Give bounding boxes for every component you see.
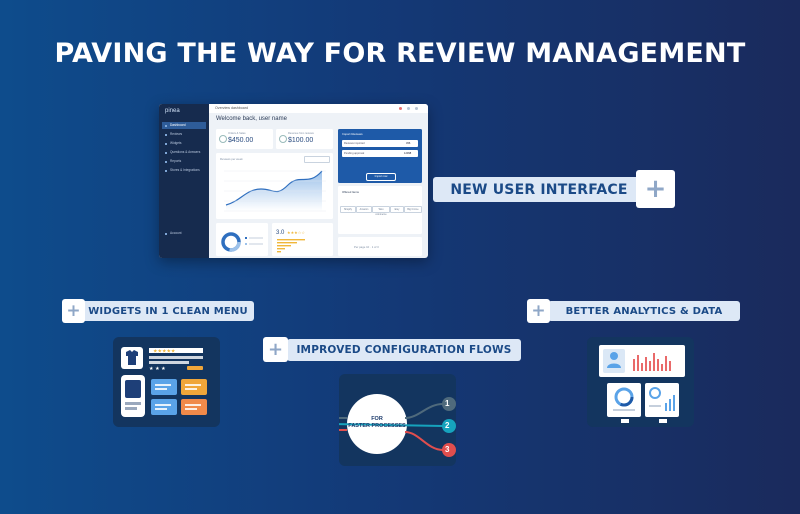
hub-label-line: FASTER PROCESSES: [348, 423, 406, 429]
shirt-icon: [126, 350, 138, 365]
reviews-line-chart: [224, 170, 326, 212]
stat-card-value: $100.00: [288, 137, 314, 144]
sidebar-item-reports[interactable]: Reports: [162, 158, 206, 165]
donut-card: [216, 223, 268, 256]
donut-chart: [221, 232, 263, 252]
star-icon: ★★★★★: [153, 349, 176, 355]
pager[interactable]: Per page 10 · 1 of 3: [354, 245, 379, 249]
widgets-tile: ★★★★★ ★ ★ ★: [113, 337, 220, 427]
offered-items-title: Offered Items: [342, 190, 359, 194]
stat-card-orders: Orders & Sales $450.00: [216, 129, 273, 149]
pager-card: Per page 10 · 1 of 3: [338, 237, 422, 256]
hub-label-line: FOR: [371, 416, 383, 422]
step-1: 1: [445, 399, 450, 408]
dashboard-logo: pinea: [165, 108, 180, 114]
filter-chip[interactable]: Amazon: [356, 206, 372, 213]
callout-new-ui: NEW USER INTERFACE: [433, 177, 645, 202]
import-row-label: Pending approval: [344, 152, 365, 155]
rating-value: 3.0: [276, 230, 285, 236]
chart-range-select[interactable]: [304, 156, 330, 163]
callout-analytics: BETTER ANALYTICS & DATA: [548, 301, 740, 321]
dashboard-preview: pinea Dashboard Reviews Widgets Question…: [159, 104, 428, 258]
dashboard-sidebar: pinea Dashboard Reviews Widgets Question…: [159, 104, 209, 258]
svg-text:★ ★ ★: ★ ★ ★: [149, 366, 166, 372]
sidebar-item-reviews[interactable]: Reviews: [162, 131, 206, 138]
callout-config: IMPROVED CONFIGURATION FLOWS: [287, 339, 521, 361]
callout-new-ui-label: NEW USER INTERFACE: [450, 181, 628, 198]
filter-chip[interactable]: Woo commerce: [372, 206, 390, 216]
step-3: 3: [445, 445, 450, 454]
plus-icon[interactable]: +: [527, 299, 550, 323]
import-card-title: Import Reviews: [342, 132, 363, 136]
user-icon: [610, 352, 618, 360]
hub-label: FOR FASTER PROCESSES: [347, 416, 407, 430]
notification-icon[interactable]: [399, 107, 402, 110]
chart-label: Reviews per week: [220, 157, 243, 161]
sidebar-item-stores[interactable]: Stores & Integrations: [162, 167, 206, 174]
import-reviews-card: Import Reviews Reviews imported 456 Pend…: [338, 129, 422, 183]
sidebar-item-account[interactable]: Account: [162, 230, 206, 237]
sidebar-item-widgets[interactable]: Widgets: [162, 140, 206, 147]
step-2: 2: [445, 421, 450, 430]
analytics-illustration: [599, 345, 685, 423]
config-flow-tile: FOR FASTER PROCESSES 1 2 3: [339, 374, 456, 466]
dollar-icon: [279, 135, 287, 143]
callout-config-label: IMPROVED CONFIGURATION FLOWS: [296, 344, 512, 356]
callout-widgets: WIDGETS IN 1 CLEAN MENU: [82, 301, 254, 321]
callout-widgets-label: WIDGETS IN 1 CLEAN MENU: [88, 305, 248, 317]
callout-analytics-label: BETTER ANALYTICS & DATA: [565, 305, 723, 317]
stat-card-label: Revenue from reviews: [288, 132, 314, 135]
plus-icon[interactable]: +: [263, 337, 288, 362]
offered-items-card: Offered Items Shopify Amazon Woo commerc…: [338, 186, 422, 234]
import-row-label: Reviews imported: [344, 142, 365, 145]
stat-card-value: $450.00: [228, 137, 254, 144]
plus-icon[interactable]: +: [636, 170, 675, 208]
star-icon: ★★★☆☆: [287, 230, 305, 235]
reviews-chart-card: Reviews per week: [216, 153, 333, 219]
config-flow-diagram: [339, 394, 456, 457]
plus-icon[interactable]: +: [62, 299, 85, 323]
analytics-tile: [587, 337, 694, 427]
rating-card: 3.0 ★★★☆☆: [272, 223, 333, 256]
import-row-value: 456: [406, 142, 411, 145]
stat-card-revenue: Revenue from reviews $100.00: [276, 129, 333, 149]
filter-chip[interactable]: Big Cmrce: [404, 206, 422, 213]
import-now-button[interactable]: Import now: [366, 173, 396, 181]
filter-chip[interactable]: Etsy: [390, 206, 404, 213]
stat-card-label: Orders & Sales: [228, 132, 246, 135]
dashboard-main: Overview dashboard Welcome back, user na…: [209, 104, 428, 258]
dashboard-topbar: Overview dashboard: [209, 104, 428, 113]
sidebar-item-questions[interactable]: Questions & Answers: [162, 149, 206, 156]
filter-chip[interactable]: Shopify: [340, 206, 356, 213]
widgets-illustration: ★★★★★ ★ ★ ★: [121, 347, 207, 417]
rating-bars: [277, 239, 305, 253]
sidebar-item-dashboard[interactable]: Dashboard: [162, 122, 206, 129]
settings-icon[interactable]: [407, 107, 410, 110]
dollar-icon: [219, 135, 227, 143]
welcome-text: Welcome back, user name: [216, 116, 287, 122]
avatar[interactable]: [415, 107, 418, 110]
import-row-value: 12098: [404, 152, 412, 155]
page-headline: PAVING THE WAY FOR REVIEW MANAGEMENT: [54, 38, 746, 69]
